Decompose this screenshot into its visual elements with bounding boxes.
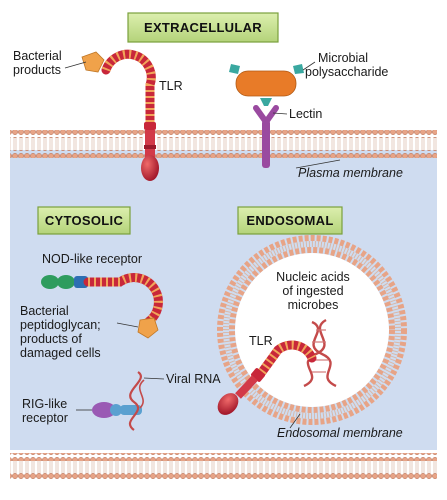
nucleic-label-3: microbes: [288, 298, 339, 312]
nod-like-receptor: [41, 273, 163, 327]
bact-pep-label-2: peptidoglycan;: [20, 318, 101, 332]
microbial-leader: [302, 61, 316, 71]
bact-pep-label-3: products of: [20, 332, 82, 346]
viral-rna-leader: [143, 377, 165, 380]
lectin-leader: [272, 112, 288, 115]
section-extracellular: EXTRACELLULAR: [127, 12, 279, 43]
endosomal-membrane-leader: [289, 413, 301, 429]
bact-pep-label-1: Bacterial: [20, 304, 69, 318]
viral-rna-label: Viral RNA: [166, 372, 221, 386]
section-endosomal: ENDOSOMAL: [237, 206, 343, 235]
plasma-membrane-leader: [295, 159, 341, 169]
nucleic-label-2: of ingested: [282, 284, 343, 298]
bacterial-products-label-1: Bacterial: [13, 49, 62, 63]
viral-rna: [128, 371, 145, 431]
plasma-membrane-label: Plasma membrane: [298, 166, 403, 180]
lectin-receptor: [253, 105, 279, 168]
bottom-membrane: [10, 453, 437, 481]
nucleic-acid-dna: [303, 318, 337, 388]
bacterial-product-shape: [81, 51, 105, 73]
rig-label-2: receptor: [22, 411, 68, 425]
microbial-label-1: Microbial: [318, 51, 368, 65]
tlr-endo-label: TLR: [249, 334, 273, 348]
peptidoglycan-shape: [137, 317, 159, 339]
endosomal-membrane-label: Endosomal membrane: [277, 426, 403, 440]
nod-like-label: NOD-like receptor: [42, 252, 142, 266]
bacterial-products-leader: [64, 61, 87, 69]
extracellular-label: EXTRACELLULAR: [144, 20, 262, 35]
bacterial-products-label-2: products: [13, 63, 61, 77]
endosome: [217, 235, 407, 425]
tlr-top-label: TLR: [159, 79, 183, 93]
cytosolic-label: CYTOSOLIC: [45, 213, 124, 228]
endosomal-label: ENDOSOMAL: [246, 213, 333, 228]
bact-pep-leader: [116, 322, 139, 328]
tlr-endosomal-receptor: [217, 340, 317, 415]
tlr-plasma-receptor: [101, 49, 159, 181]
lectin-label: Lectin: [289, 107, 322, 121]
section-cytosolic: CYTOSOLIC: [37, 206, 131, 235]
bact-pep-label-4: damaged cells: [20, 346, 101, 360]
rig-label-1: RIG-like: [22, 397, 67, 411]
microbial-polysaccharide-shape: [229, 64, 304, 106]
microbial-label-2: polysaccharide: [305, 65, 388, 79]
plasma-membrane: [10, 130, 437, 158]
nucleic-label-1: Nucleic acids: [276, 270, 350, 284]
